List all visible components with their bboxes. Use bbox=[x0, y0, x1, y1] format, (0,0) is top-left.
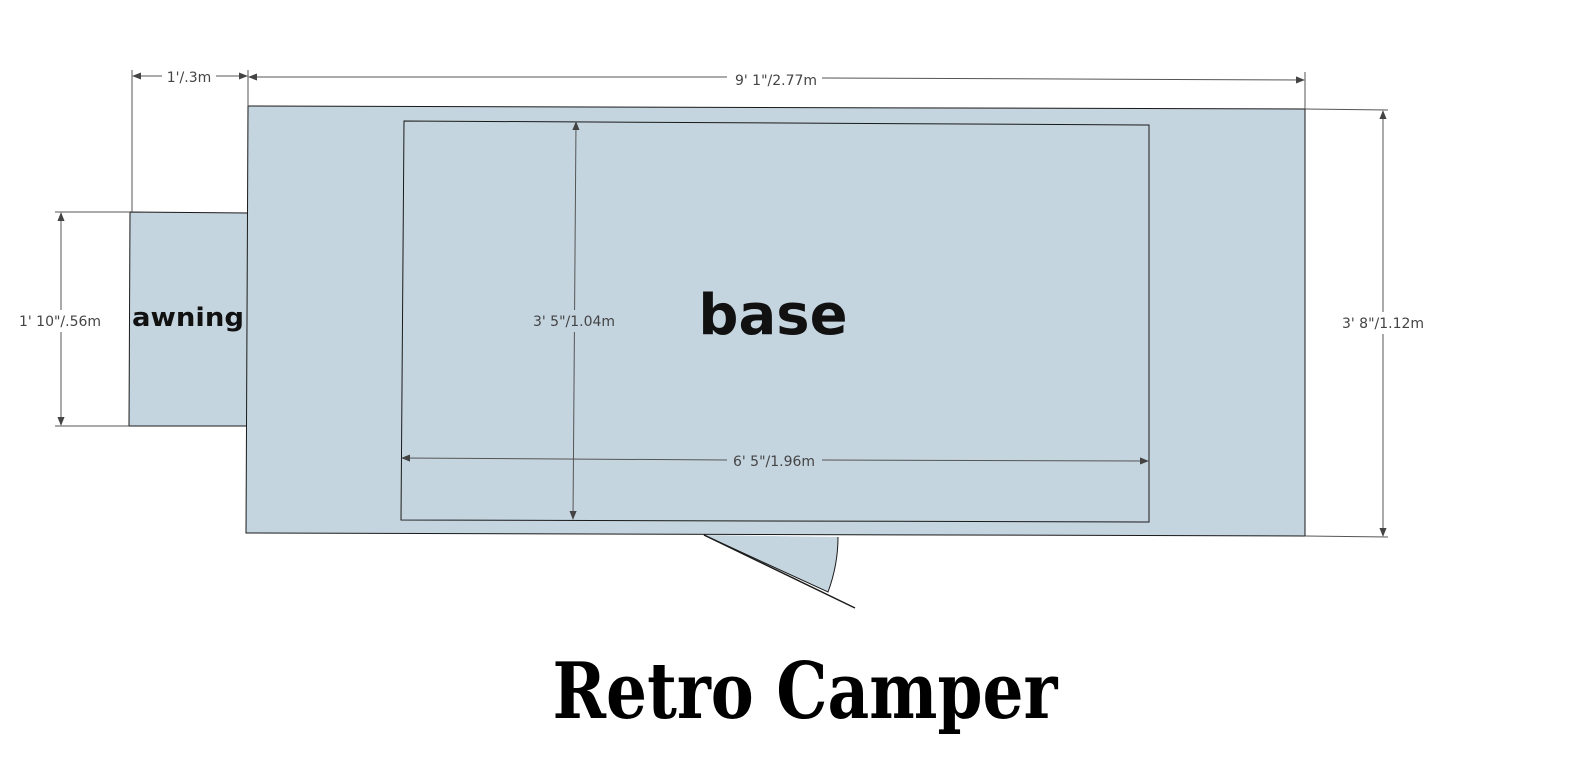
dim-inner-width: 3' 5"/1.04m bbox=[528, 121, 620, 520]
dim-awning-depth: 1'/.3m bbox=[132, 70, 248, 86]
dim-awning-width-label: 1' 10"/.56m bbox=[19, 314, 101, 330]
dim-awning-width: 1' 10"/.56m bbox=[10, 212, 110, 426]
base-label: base bbox=[698, 283, 847, 348]
awning-label: awning bbox=[132, 303, 244, 333]
dim-overall-width: 3' 8"/1.12m bbox=[1334, 110, 1434, 537]
door-swing bbox=[703, 534, 856, 609]
base-rect bbox=[400, 120, 1150, 523]
extension-lines bbox=[55, 70, 1389, 538]
dim-inner-width-label: 3' 5"/1.04m bbox=[533, 314, 615, 330]
dim-inner-length-label: 6' 5"/1.96m bbox=[733, 454, 815, 470]
diagram-title: Retro Camper bbox=[553, 646, 1059, 737]
dim-inner-length: 6' 5"/1.96m bbox=[401, 454, 1149, 470]
dim-overall-length-label: 9' 1"/2.77m bbox=[735, 73, 817, 89]
dim-overall-length: 9' 1"/2.77m bbox=[248, 73, 1305, 89]
dim-awning-depth-label: 1'/.3m bbox=[167, 70, 211, 86]
dim-overall-width-label: 3' 8"/1.12m bbox=[1342, 316, 1424, 332]
